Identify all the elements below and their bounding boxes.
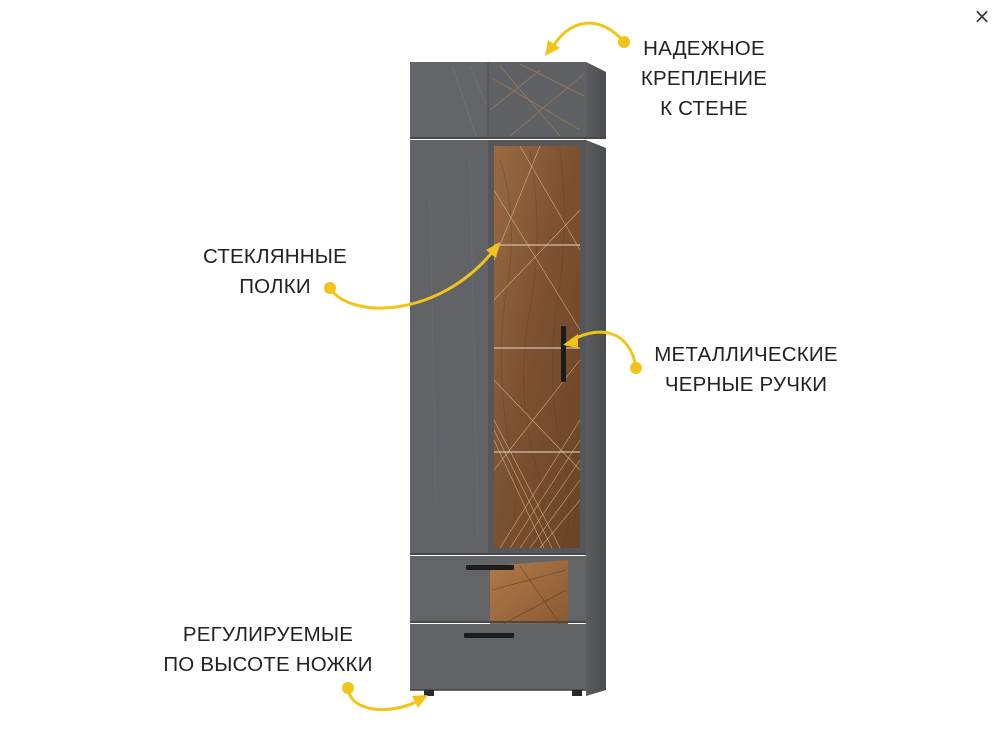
drawers	[410, 556, 586, 691]
callout-arrow-legs	[342, 682, 428, 712]
callout-handles-line-1: МЕТАЛЛИЧЕСКИЕ	[654, 343, 838, 366]
door-handle	[561, 326, 566, 382]
callout-wall-mount-line-1: НАДЕЖНОЕ	[643, 37, 765, 60]
callout-legs-line-1: РЕГУЛИРУЕМЫЕ	[182, 623, 354, 646]
callout-handles: МЕТАЛЛИЧЕСКИЕ ЧЕРНЫЕ РУЧКИ	[636, 340, 856, 400]
callout-legs-line-2: ПО ВЫСОТЕ НОЖКИ	[163, 653, 373, 676]
callout-arrow-handles	[563, 330, 642, 374]
callout-glass-shelves: СТЕКЛЯННЫЕ ПОЛКИ	[190, 242, 360, 302]
cabinet-legs	[424, 690, 582, 696]
callout-handles-line-2: ЧЕРНЫЕ РУЧКИ	[664, 373, 828, 396]
callout-glass-shelves-line-2: ПОЛКИ	[239, 275, 311, 298]
callout-wall-mount-line-3: К СТЕНЕ	[660, 97, 748, 120]
callout-arrow-glass-shelves	[324, 242, 500, 310]
close-icon[interactable]: ×	[973, 4, 991, 28]
callout-glass-shelves-line-1: СТЕКЛЯННЫЕ	[203, 245, 347, 268]
cabinet-body	[410, 140, 606, 696]
callout-legs: РЕГУЛИРУЕМЫЕ ПО ВЫСОТЕ НОЖКИ	[144, 620, 392, 680]
top-module	[410, 62, 606, 139]
callout-wall-mount-line-2: КРЕПЛЕНИЕ	[640, 67, 768, 90]
callout-arrow-wall-mount	[545, 21, 630, 56]
callout-wall-mount: НАДЕЖНОЕ КРЕПЛЕНИЕ К СТЕНЕ	[628, 34, 780, 124]
